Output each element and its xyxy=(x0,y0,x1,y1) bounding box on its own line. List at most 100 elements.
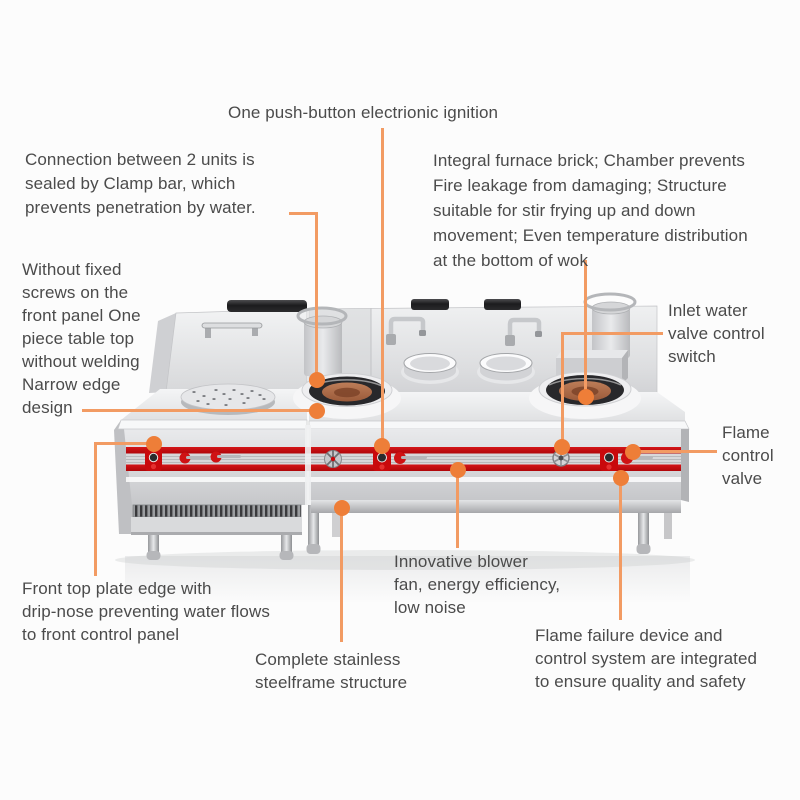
callout-text: Without fixed xyxy=(22,260,122,279)
callout-text: Narrow edge xyxy=(22,375,121,394)
left-backsplash-wing xyxy=(149,313,176,393)
callout-text: Connection between 2 units is xyxy=(25,150,255,169)
callout-line-furnace xyxy=(584,260,587,392)
ignition-knob-right-unit-2 xyxy=(600,449,618,471)
back-leg xyxy=(664,505,672,539)
faucet-spout xyxy=(535,331,542,337)
callout-text: piece table top xyxy=(22,329,135,348)
callout-label-clamp-bar: Connection between 2 units is sealed by … xyxy=(25,148,256,220)
callout-text: to ensure quality and safety xyxy=(535,672,746,691)
callout-text: valve control xyxy=(668,324,765,343)
callout-text: Fire leakage from damaging; Structure xyxy=(433,176,727,195)
pot-ring xyxy=(477,353,535,384)
callout-text: control xyxy=(722,446,774,465)
callout-line-ignition xyxy=(381,128,384,440)
callout-text: Front top plate edge with xyxy=(22,579,212,598)
callout-dot-ignition xyxy=(374,438,390,454)
callout-text: screws on the xyxy=(22,283,129,302)
faucet-mount xyxy=(386,334,396,345)
callout-text: sealed by Clamp bar, which xyxy=(25,174,236,193)
stripe-glow-line xyxy=(126,477,681,482)
callout-line-inlet-v xyxy=(561,332,564,442)
back-leg xyxy=(332,505,340,537)
callout-text: without welding xyxy=(22,352,140,371)
left-steamer-unit xyxy=(114,300,308,535)
wok-burner-left xyxy=(293,373,401,419)
callout-text: Inlet water xyxy=(668,301,748,320)
basket-right xyxy=(583,292,637,358)
callout-text: Innovative blower xyxy=(394,552,528,571)
callout-text: to front control panel xyxy=(22,625,180,644)
callout-line-flame-valve xyxy=(639,450,717,453)
callout-line-drip-h xyxy=(94,442,152,445)
swing-faucet xyxy=(507,317,542,344)
callout-text: valve xyxy=(722,469,763,488)
callout-label-steel-frame: Complete stainless steelframe structure xyxy=(255,648,407,694)
callout-text: fan, energy efficiency, xyxy=(394,575,561,594)
callout-line-steel-frame xyxy=(340,512,343,642)
callout-line-inlet-h xyxy=(561,332,663,335)
stripe-top-band xyxy=(126,447,681,454)
vent-grille xyxy=(133,505,301,517)
callout-text: drip-nose preventing water flows xyxy=(22,602,270,621)
callout-text: Complete stainless xyxy=(255,650,401,669)
backsplash-handle xyxy=(227,300,307,312)
callout-line-drip-v xyxy=(94,442,97,576)
leg xyxy=(306,505,321,554)
callout-dot-flame-valve xyxy=(625,444,641,460)
backsplash-handle xyxy=(484,299,521,310)
clamp-bar-seam xyxy=(305,425,311,505)
callout-text: low noise xyxy=(394,598,466,617)
callout-label-inlet-valve: Inlet water valve control switch xyxy=(668,299,765,368)
callout-text: Integral furnace brick; Chamber prevents xyxy=(433,151,746,170)
callout-dot-furnace xyxy=(578,389,594,405)
burner-lever xyxy=(179,452,210,464)
burner-lever xyxy=(210,451,241,463)
callout-line-blower xyxy=(456,474,459,548)
callout-line-clamp-h xyxy=(289,212,316,215)
callout-text: prevents penetration by water. xyxy=(25,198,256,217)
steamer-plate xyxy=(180,383,276,415)
leg xyxy=(146,533,161,560)
lower-apron-panel xyxy=(131,517,302,535)
callout-dot-inlet xyxy=(554,439,570,455)
callout-label-blower-fan: Innovative blower fan, energy efficiency… xyxy=(394,550,560,619)
faucet-mount xyxy=(505,335,515,346)
callout-text: front panel One xyxy=(22,306,141,325)
callout-dot-steel-frame xyxy=(334,500,350,516)
callout-dot-clamp xyxy=(309,372,325,388)
callout-text: at the bottom of wok xyxy=(433,251,589,270)
swing-faucet xyxy=(388,316,426,343)
left-backsplash xyxy=(165,308,308,393)
callout-text: design xyxy=(22,398,73,417)
right-side-face xyxy=(681,429,689,502)
burner-lever xyxy=(394,452,427,464)
callout-text: switch xyxy=(668,347,716,366)
callout-line-table-top xyxy=(82,409,316,412)
callout-line-clamp-v xyxy=(315,212,318,382)
callout-label-ignition: One push-button electrionic ignition xyxy=(228,101,498,124)
stove-legs xyxy=(146,505,672,560)
callout-label-furnace-brick: Integral furnace brick; Chamber prevents… xyxy=(433,148,748,273)
callout-text: suitable for stir frying up and down xyxy=(433,201,696,220)
callout-text: steelframe structure xyxy=(255,673,408,692)
faucet-spout xyxy=(419,330,426,336)
callout-text: movement; Even temperature distribution xyxy=(433,226,748,245)
leg xyxy=(279,533,294,560)
left-table-front-rim xyxy=(117,419,308,430)
callout-label-flame-failure: Flame failure device and control system … xyxy=(535,624,757,693)
callout-dot-flame-failure xyxy=(613,470,629,486)
callout-text: One push-button electrionic ignition xyxy=(228,103,499,122)
towel-bar xyxy=(201,322,263,338)
ignition-knob-left-unit xyxy=(145,449,162,471)
callout-label-table-top: Without fixed screws on the front panel … xyxy=(22,258,141,419)
backsplash-handle xyxy=(411,299,449,310)
pot-ring xyxy=(401,353,459,384)
stripe-bottom-band xyxy=(126,464,681,471)
callout-dot-drip xyxy=(146,436,162,452)
callout-line-flame-failure xyxy=(619,482,622,620)
left-side-face xyxy=(114,420,135,534)
callout-text: control system are integrated xyxy=(535,649,758,668)
